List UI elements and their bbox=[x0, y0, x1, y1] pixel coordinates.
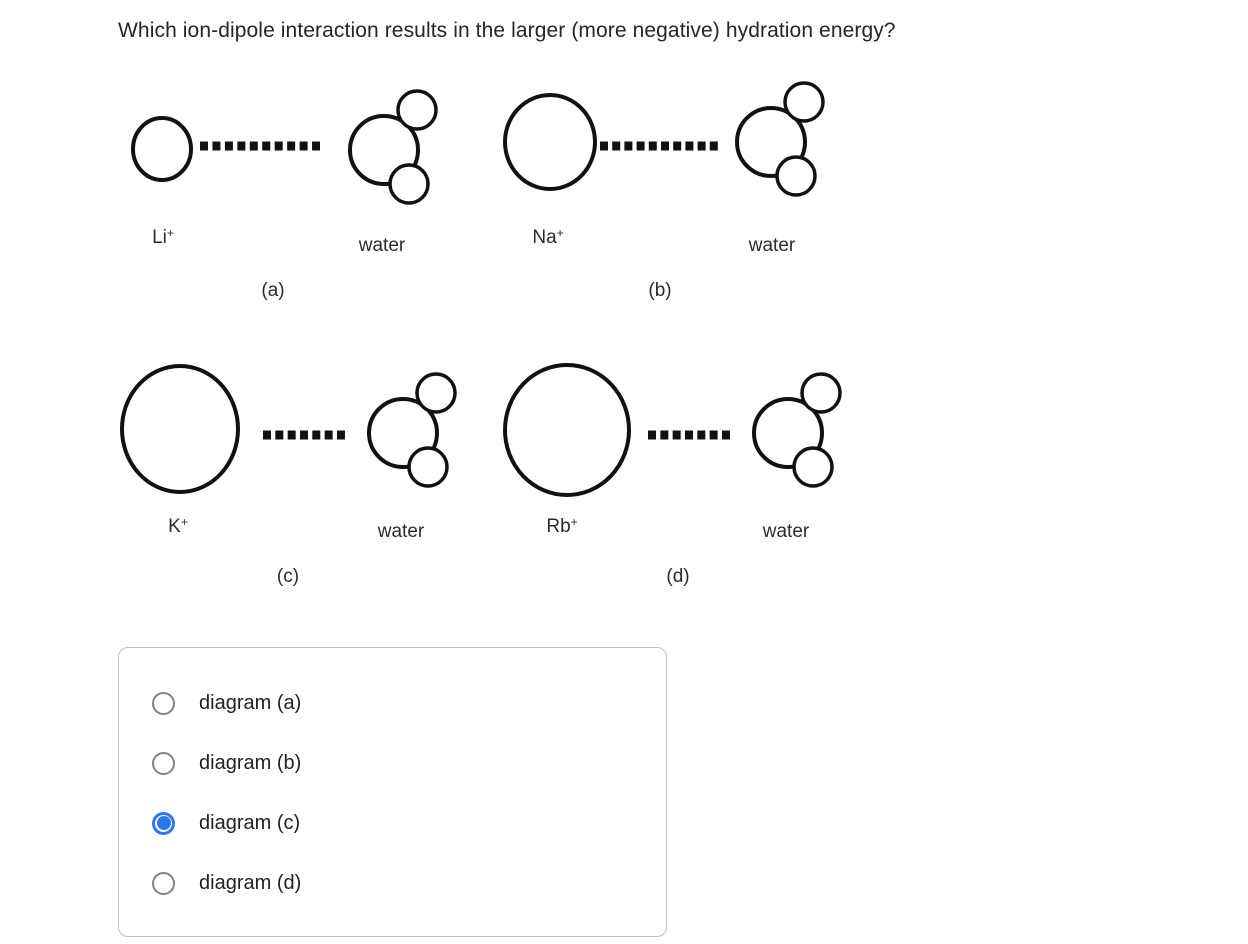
option-label[interactable]: diagram (c) bbox=[199, 811, 301, 834]
diagram-caption: (c) bbox=[276, 566, 300, 587]
option-label[interactable]: diagram (b) bbox=[199, 751, 302, 774]
diagram-a: Li+ water (a) bbox=[110, 80, 460, 330]
ion-charge-superscript: + bbox=[166, 226, 174, 240]
option-diagram-b[interactable]: diagram (b) bbox=[152, 733, 666, 793]
diagram-c: K+ water (c) bbox=[100, 355, 460, 620]
diagram-caption: (b) bbox=[648, 280, 672, 301]
diagram-c-drawing bbox=[120, 364, 457, 494]
option-label[interactable]: diagram (d) bbox=[199, 871, 302, 894]
water-hydrogen-circle-top bbox=[783, 81, 825, 123]
option-label[interactable]: diagram (a) bbox=[199, 691, 302, 714]
ion-circle bbox=[503, 363, 631, 497]
water-hydrogen-circle-bottom bbox=[407, 446, 449, 488]
answer-panel: diagram (a) diagram (b) diagram (c) diag… bbox=[118, 647, 667, 937]
ion-label: Li+ bbox=[152, 226, 174, 249]
radio-button[interactable] bbox=[152, 691, 175, 715]
ion-symbol: Na bbox=[532, 227, 557, 248]
diagram-caption: (d) bbox=[666, 566, 690, 587]
ion-circle bbox=[120, 364, 240, 494]
radio-button[interactable] bbox=[152, 811, 175, 835]
ion-charge-superscript: + bbox=[570, 515, 578, 529]
diagram-caption: (a) bbox=[261, 280, 285, 301]
water-hydrogen-circle-top bbox=[415, 372, 457, 414]
ion-label: K+ bbox=[168, 515, 188, 538]
question-title: Which ion-dipole interaction results in … bbox=[118, 19, 896, 42]
ion-label: Na+ bbox=[532, 226, 563, 249]
water-hydrogen-circle-bottom bbox=[792, 446, 834, 488]
ion-label: Rb+ bbox=[546, 515, 577, 538]
radio-button[interactable] bbox=[152, 751, 175, 775]
ion-circle bbox=[131, 116, 193, 182]
radio-button[interactable] bbox=[152, 871, 175, 895]
diagram-d-drawing bbox=[503, 363, 842, 497]
option-diagram-c[interactable]: diagram (c) bbox=[152, 793, 666, 853]
ion-circle bbox=[503, 93, 597, 191]
water-label: water bbox=[762, 521, 810, 542]
ion-charge-superscript: + bbox=[556, 226, 564, 240]
water-label: water bbox=[377, 521, 425, 542]
water-hydrogen-circle-top bbox=[396, 89, 438, 131]
option-diagram-d[interactable]: diagram (d) bbox=[152, 853, 666, 913]
diagram-d: Rb+ water (d) bbox=[480, 355, 850, 620]
ion-symbol: Li bbox=[152, 227, 167, 248]
option-diagram-a[interactable]: diagram (a) bbox=[152, 673, 666, 733]
water-hydrogen-circle-top bbox=[800, 372, 842, 414]
water-label: water bbox=[748, 235, 796, 256]
diagram-b: Na+ water (b) bbox=[490, 80, 850, 330]
ion-symbol: K bbox=[168, 516, 181, 537]
ion-symbol: Rb bbox=[546, 516, 571, 537]
diagram-a-drawing bbox=[131, 89, 438, 205]
ion-charge-superscript: + bbox=[180, 515, 188, 529]
water-hydrogen-circle-bottom bbox=[775, 155, 817, 197]
water-label: water bbox=[358, 235, 406, 256]
diagram-b-drawing bbox=[503, 81, 825, 197]
water-hydrogen-circle-bottom bbox=[388, 163, 430, 205]
